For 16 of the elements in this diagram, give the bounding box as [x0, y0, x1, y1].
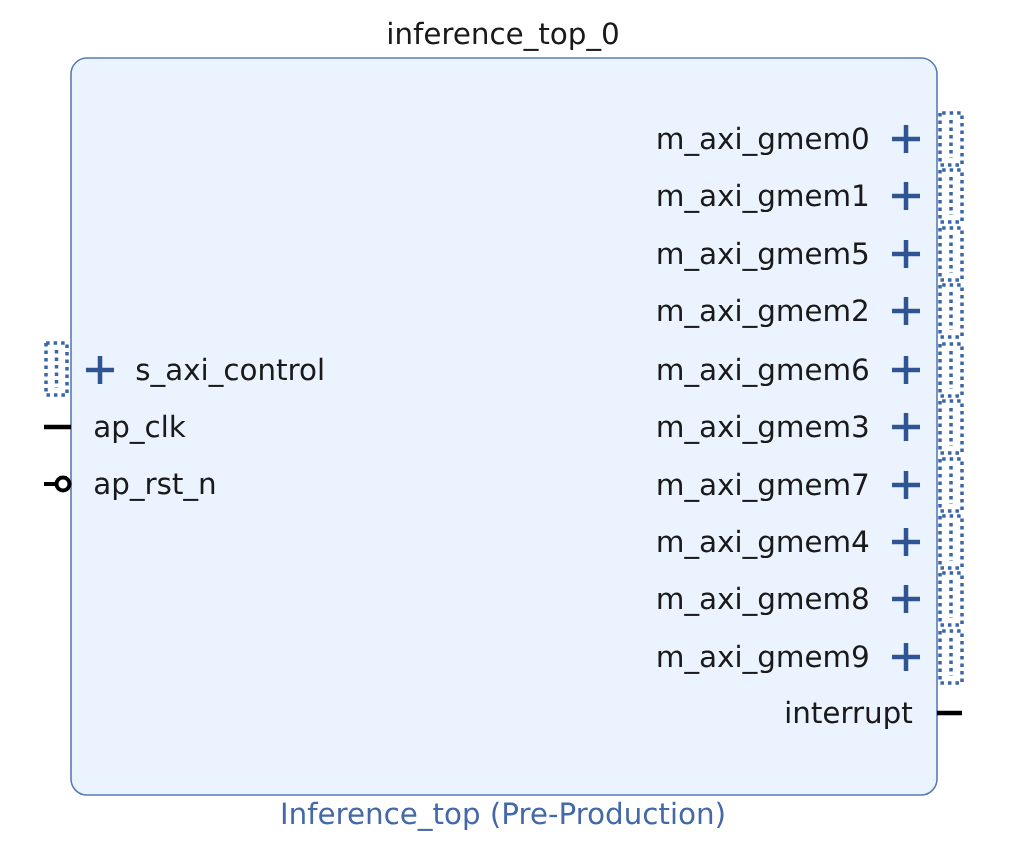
port-name: m_axi_gmem5: [658, 241, 868, 271]
port-name: ap_rst_n: [95, 473, 215, 501]
port-name: m_axi_gmem7: [658, 472, 868, 502]
port-name: s_axi_control: [136, 357, 323, 387]
port-name: ap_clk: [95, 414, 186, 444]
block-type-caption: Inference_top (Pre-Production): [282, 801, 724, 831]
port-name: m_axi_gmem4: [658, 529, 869, 559]
port-name: m_axi_gmem9: [658, 644, 868, 674]
port-name: m_axi_gmem3: [658, 414, 868, 444]
port-name: m_axi_gmem2: [658, 298, 867, 328]
port-name: m_axi_gmem0: [658, 126, 868, 156]
port-name: m_axi_gmem6: [658, 357, 868, 387]
block-title: inference_top_0: [389, 21, 618, 51]
port-name: m_axi_gmem1: [658, 183, 868, 213]
port-name: m_axi_gmem8: [658, 586, 868, 616]
port-name: interrupt: [786, 700, 913, 730]
